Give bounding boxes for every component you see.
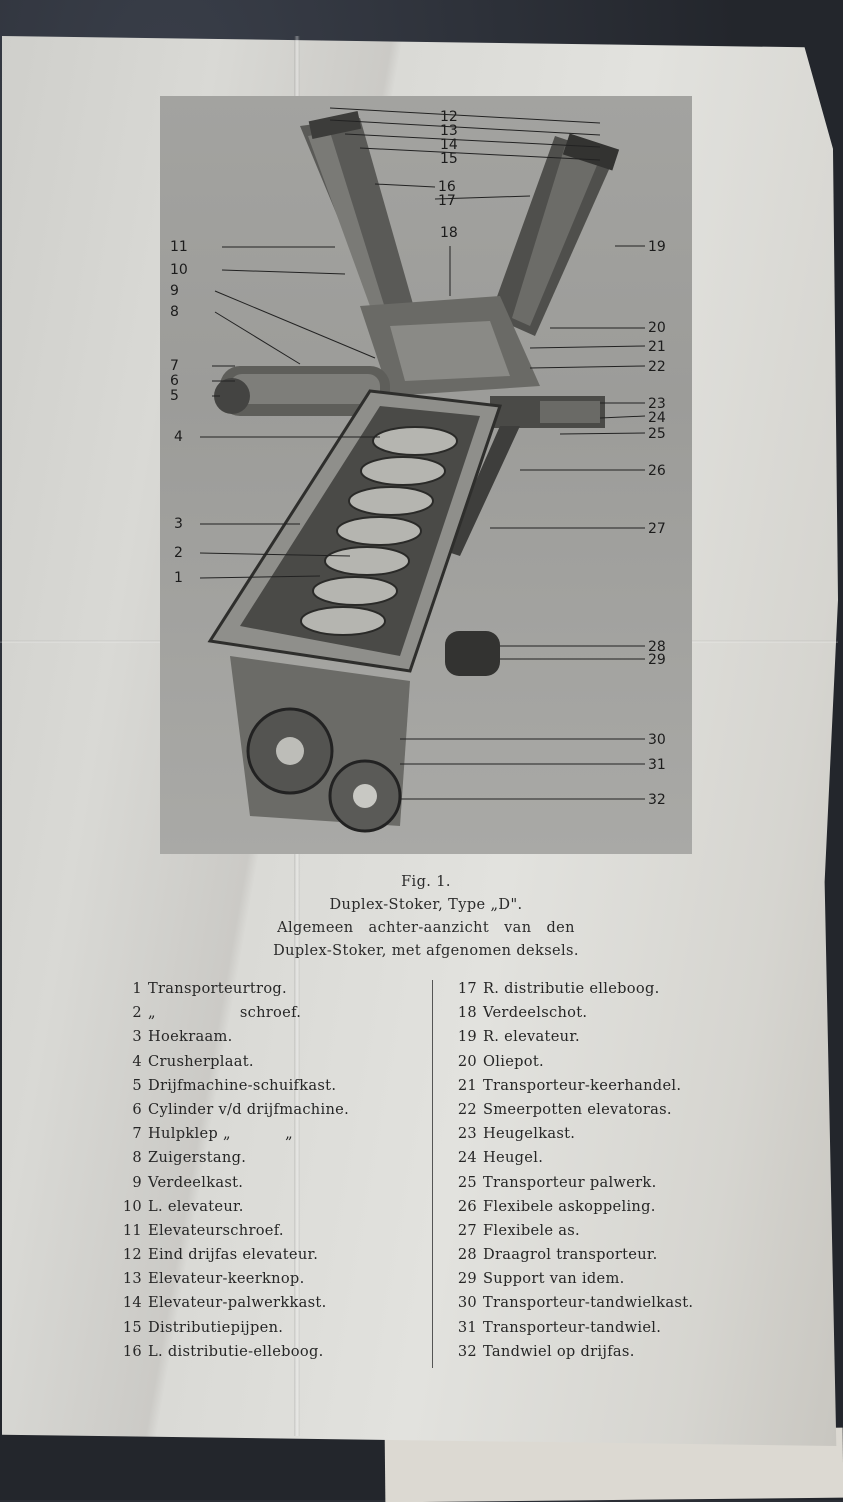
callout-23: 23 <box>648 396 666 412</box>
callout-21: 21 <box>648 339 666 355</box>
callout-20: 20 <box>648 320 666 336</box>
callout-10: 10 <box>170 262 188 278</box>
callout-1: 1 <box>174 570 183 586</box>
callout-25: 25 <box>648 426 666 442</box>
callout-15: 15 <box>440 151 458 167</box>
legend-item: 2„ schroef. <box>132 1004 302 1022</box>
callout-19: 19 <box>648 239 666 255</box>
callout-13: 13 <box>440 123 458 139</box>
callout-7: 7 <box>170 358 179 374</box>
callout-12: 12 <box>440 109 458 125</box>
callout-3: 3 <box>174 516 183 532</box>
callout-4: 4 <box>174 429 183 445</box>
callout-26: 26 <box>648 463 666 479</box>
callout-5: 5 <box>170 388 179 404</box>
callout-32: 32 <box>648 792 666 808</box>
callout-17: 17 <box>438 193 456 209</box>
callout-18: 18 <box>440 225 458 241</box>
legend-divider <box>432 980 433 1368</box>
machine-photo-plate: 12 13 14 15 16 17 18 19 20 21 22 23 24 2… <box>160 96 692 854</box>
callout-27: 27 <box>648 521 666 537</box>
duplex-stoker-illustration <box>199 107 646 833</box>
callout-8: 8 <box>170 304 179 320</box>
callout-14: 14 <box>440 137 458 153</box>
callout-6: 6 <box>170 373 179 389</box>
callout-9: 9 <box>170 283 179 299</box>
figure-caption-line-1: Algemeen achter-aanzicht van den <box>277 920 575 936</box>
callout-30: 30 <box>648 732 666 748</box>
callout-11: 11 <box>170 239 188 255</box>
callout-31: 31 <box>648 757 666 773</box>
callout-2: 2 <box>174 545 183 561</box>
figure-caption-line-2: Duplex-Stoker, met afgenomen deksels. <box>273 943 579 959</box>
callout-29: 29 <box>648 652 666 668</box>
callout-16: 16 <box>438 179 456 195</box>
figure-title: Duplex-Stoker, Type „D". <box>329 897 523 913</box>
callout-24: 24 <box>648 410 666 426</box>
callout-28: 28 <box>648 639 666 655</box>
figure-number: Fig. 1. <box>401 874 451 890</box>
callout-22: 22 <box>648 359 666 375</box>
